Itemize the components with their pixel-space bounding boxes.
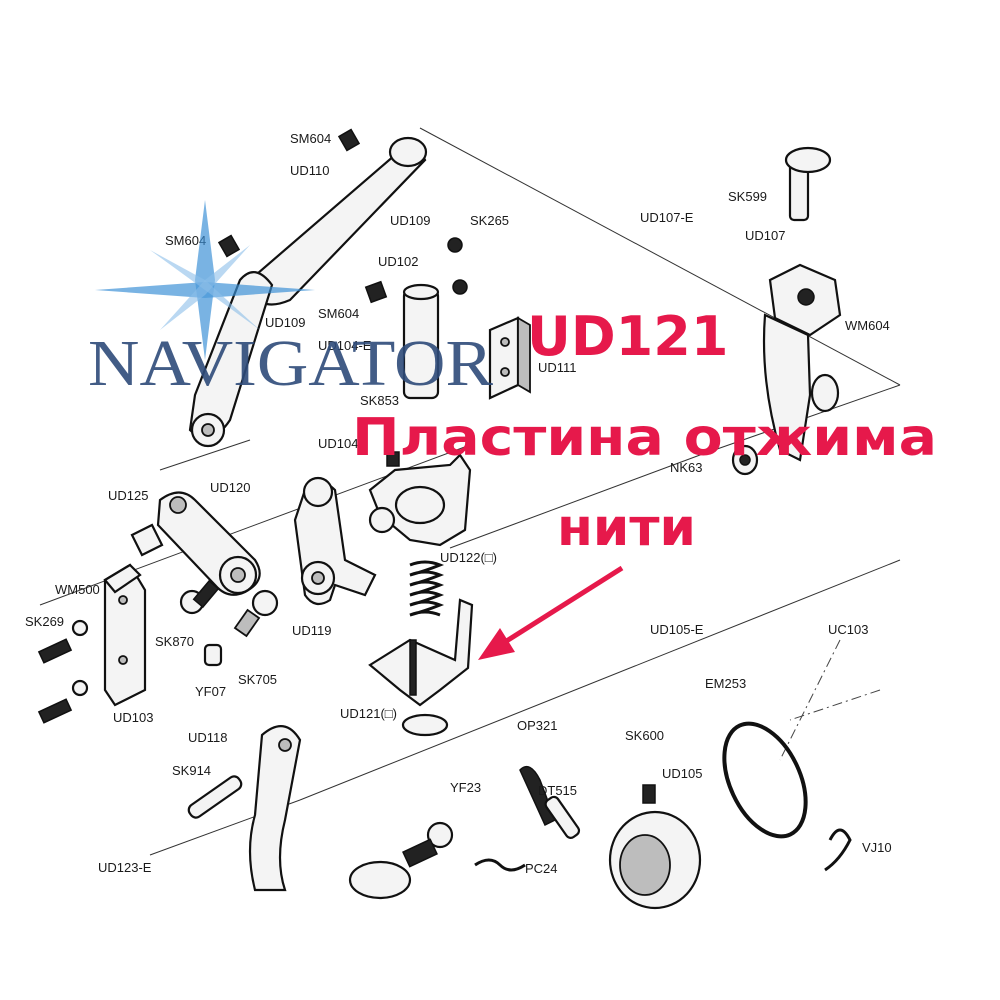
label-ud107: UD107 (745, 228, 785, 243)
arm-ud107 (731, 146, 842, 476)
label-op321: OP321 (517, 718, 557, 733)
callout-description-line1: Пластина отжима (352, 408, 937, 468)
label-dt515: DT515 (538, 783, 577, 798)
label-ud121: UD121(□) (340, 706, 397, 721)
label-yf23: YF23 (450, 780, 481, 795)
callout-arrow-icon (478, 565, 624, 660)
link-ud120 (130, 491, 261, 596)
label-ud118: UD118 (188, 730, 228, 745)
label-ud109-top: UD109 (390, 213, 430, 228)
part-labels: SM604 UD110 UD109 SK265 SM604 UD102 SM60… (25, 131, 892, 876)
label-em253: EM253 (705, 676, 746, 691)
label-sk600: SK600 (625, 728, 664, 743)
cam-lever-ud118 (187, 725, 302, 892)
label-wm500: WM500 (55, 582, 100, 597)
callout-description-line2: нити (557, 498, 696, 558)
label-sm604-mid: SM604 (318, 306, 359, 321)
label-wm604: WM604 (845, 318, 890, 333)
label-sk269: SK269 (25, 614, 64, 629)
label-ud107e: UD107-E (640, 210, 694, 225)
label-ud105: UD105 (662, 766, 702, 781)
brand-name: NAVIGATOR (88, 327, 493, 400)
small-screws (179, 579, 279, 667)
label-sk265: SK265 (470, 213, 509, 228)
hub-ud105 (348, 721, 852, 910)
thread-release-plate-ud121 (368, 598, 474, 737)
label-sm604-top: SM604 (290, 131, 331, 146)
label-nk63: NK63 (670, 460, 703, 475)
lever-ud119 (293, 476, 377, 606)
label-uc103: UC103 (828, 622, 868, 637)
shaft-ud110 (188, 128, 428, 448)
label-ud102: UD102 (378, 254, 418, 269)
label-ud109-mid: UD109 (265, 315, 305, 330)
label-ud104e: UD104-E (318, 338, 372, 353)
label-sk914: SK914 (172, 763, 211, 778)
label-ud120: UD120 (210, 480, 250, 495)
label-sk599: SK599 (728, 189, 767, 204)
callout: UD121 Пластина отжима нити (352, 305, 937, 660)
bracket-ud111 (447, 237, 531, 400)
plate-ud103 (37, 563, 147, 724)
label-ud110: UD110 (290, 163, 330, 178)
label-ud123e: UD123-E (98, 860, 152, 875)
label-ud105e: UD105-E (650, 622, 704, 637)
label-vj10: VJ10 (862, 840, 892, 855)
label-sk853: SK853 (360, 393, 399, 408)
callout-part-number: UD121 (527, 305, 728, 368)
label-ud125: UD125 (108, 488, 148, 503)
needle-clamp-ud104 (368, 453, 472, 547)
needle-bar-ud102 (364, 280, 440, 467)
compass-star-icon (95, 200, 315, 360)
label-sk870: SK870 (155, 634, 194, 649)
navigator-logo: NAVIGATOR (88, 200, 493, 400)
label-sk705: SK705 (238, 672, 277, 687)
label-ud122: UD122(□) (440, 550, 497, 565)
label-ud103: UD103 (113, 710, 153, 725)
label-sm604-left: SM604 (165, 233, 206, 248)
label-yf07: YF07 (195, 684, 226, 699)
label-pc24: PC24 (525, 861, 558, 876)
label-ud104: UD104 (318, 436, 358, 451)
label-ud119: UD119 (292, 623, 332, 638)
label-ud111: UD111 (538, 360, 577, 375)
spring-ud122 (409, 560, 445, 617)
